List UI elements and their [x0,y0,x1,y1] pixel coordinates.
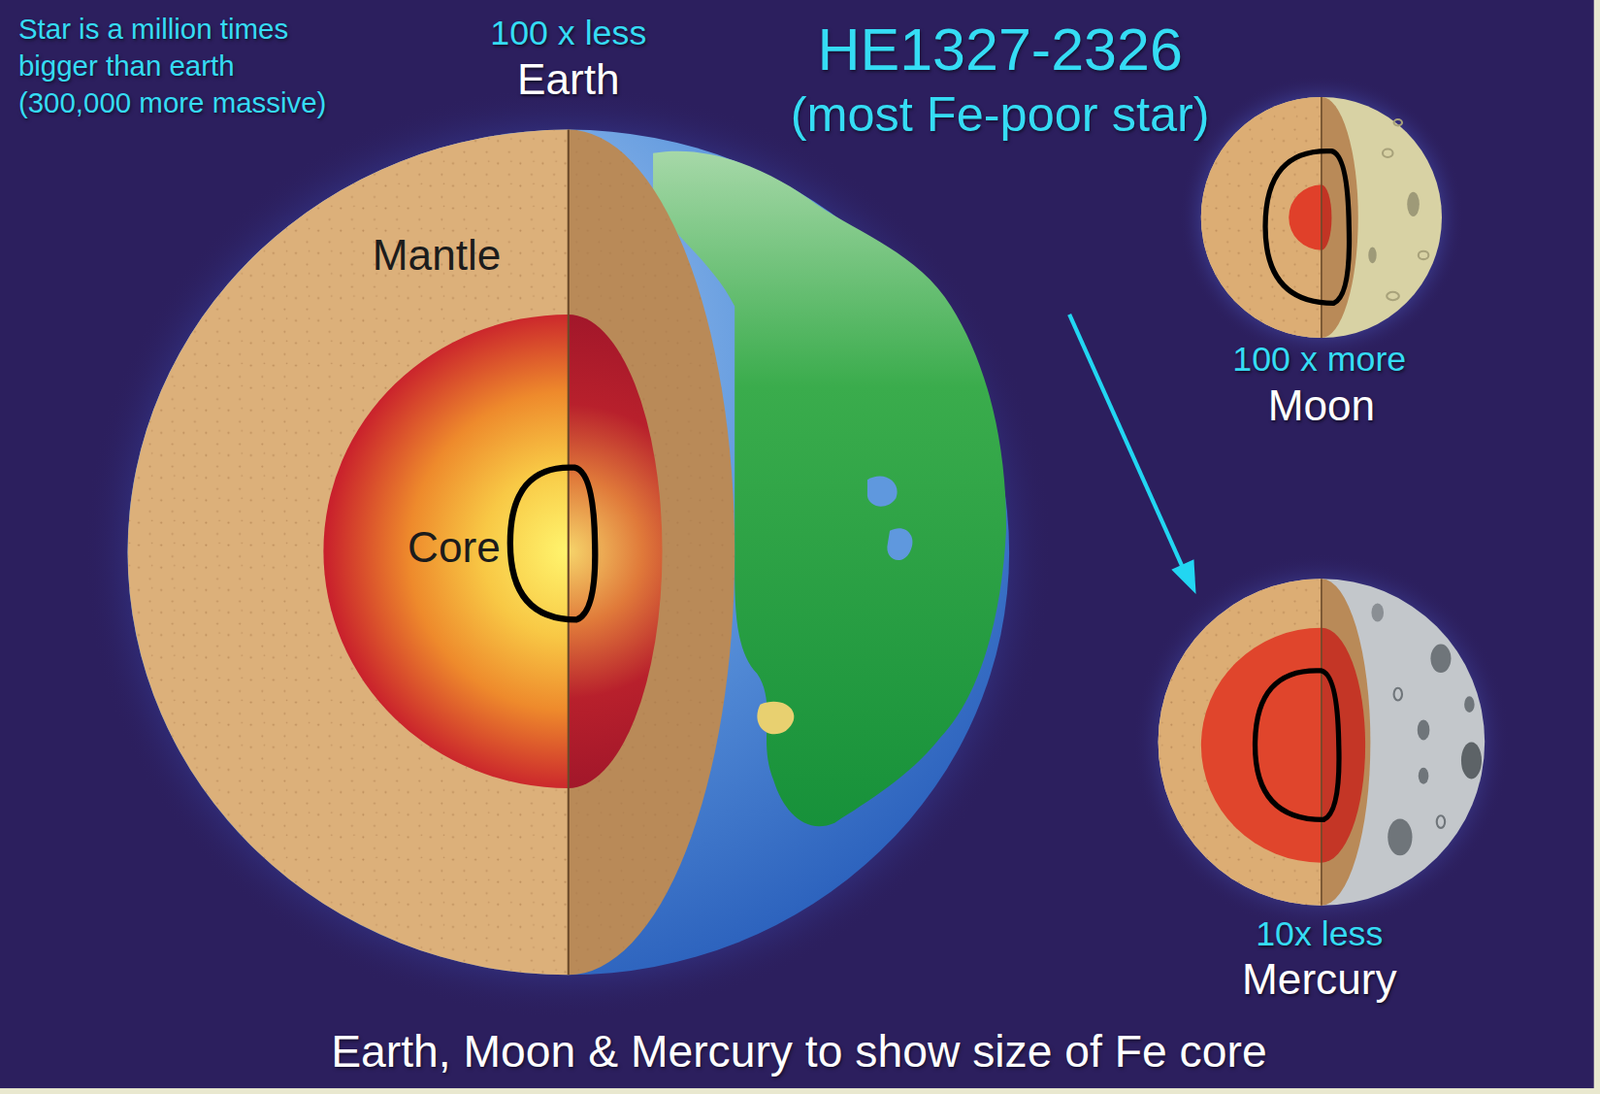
body-name: Moon [1268,381,1375,431]
layer-name: Mantle [372,230,502,281]
earth-node: 100 x lessEarthMantleCore [122,7,1015,978]
bottom-strip [0,1087,1600,1094]
caption: Earth, Moon & Mercury to show size of Fe… [330,1025,1267,1078]
subtitle: (most Fe-poor star) [790,86,1210,143]
ratio-label: 10x less [1255,914,1383,954]
moon-node: 100 x moreMoon [1183,92,1460,429]
ratio-label: 100 x less [489,13,647,54]
body-name: Mercury [1241,954,1398,1005]
right-strip [1594,0,1600,1094]
layer-name: Core [407,522,501,573]
fe-core-outline [510,467,595,621]
mantle-region: MantleCore [127,127,1011,977]
body-name: Earth [517,55,621,105]
moon-illustration [1178,74,1465,360]
core-region: Core [331,314,806,788]
title: HE1327-2326 [816,14,1182,83]
earth-illustration [83,85,1053,1018]
pointer-arrow [1069,314,1196,594]
mercury-node: 10x lessMercury [1132,571,1510,1001]
mercury-illustration [1132,553,1510,931]
ratio-label: 100 x more [1232,339,1406,380]
note-text: Star is a million times bigger than eart… [18,11,343,123]
